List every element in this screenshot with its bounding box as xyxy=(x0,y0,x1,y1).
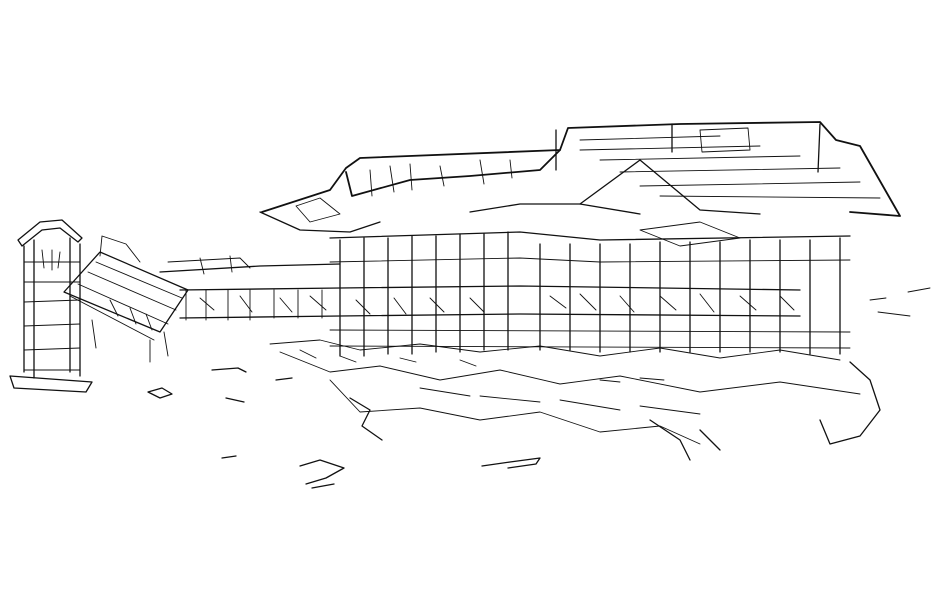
main-hall-body xyxy=(329,231,851,357)
water-reflection xyxy=(269,339,881,461)
collapsed-roof-fragment xyxy=(63,235,189,363)
left-gate-house xyxy=(9,219,93,393)
main-hall-roof xyxy=(259,121,901,233)
roof-texture xyxy=(295,127,881,247)
floating-marks xyxy=(147,287,931,489)
connecting-corridor xyxy=(159,255,801,321)
